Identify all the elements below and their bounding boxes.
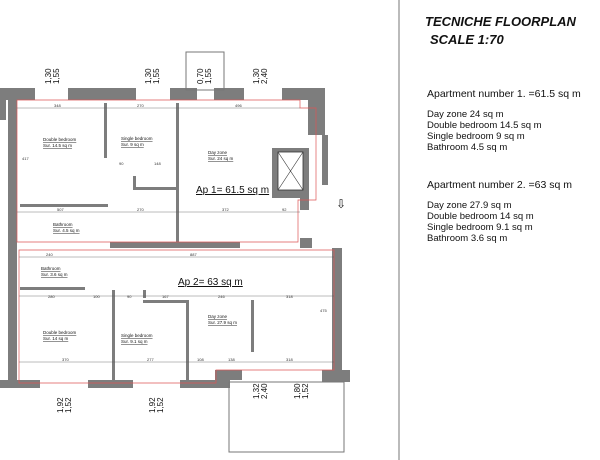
room-area: Sur. 9.1 sq m [121, 339, 148, 344]
legend-ap2-header: Apartment number 2. =63 sq m [427, 179, 573, 191]
dimension-label: 277 [147, 357, 154, 362]
window-labels-bottom: 1,92 1,52 1,92 1,52 1,32 2,40 1,80 1,52 [56, 383, 310, 413]
dimension-label: 240 [46, 252, 53, 257]
window-width: 0,70 [196, 68, 205, 84]
room-name: Single bedroom [121, 333, 153, 338]
window-width: 1,32 [252, 383, 261, 399]
window-height: 1,55 [204, 68, 213, 84]
dimension-label: 280 [48, 294, 55, 299]
legend-item: Double bedroom 14.5 sq m [427, 120, 542, 131]
room-area: Sur. 24 sq m [208, 156, 234, 161]
room-name: Single bedroom [121, 136, 153, 141]
window-height: 1,55 [152, 68, 161, 84]
walls [0, 88, 350, 388]
dimensions-ap2: 240 887 280 100 90 167 246 318 370 277 1… [46, 252, 327, 362]
window-width: 1,92 [148, 397, 157, 413]
apartment-outlines [16, 99, 335, 384]
legend-ap2: Apartment number 2. =63 sq m Day zone 27… [427, 179, 573, 245]
dimension-lines [17, 107, 334, 363]
plan-title: TECNICHE FLOORPLAN [425, 14, 576, 29]
window-width: 1,30 [144, 68, 153, 84]
window-width: 1,30 [44, 68, 53, 84]
dimension-label: 370 [62, 357, 69, 362]
room-area: Sur. 4.5 sq m [53, 228, 80, 233]
dimension-label: 318 [286, 294, 293, 299]
dimension-label: 90 [127, 294, 132, 299]
ap2-area-label: Ap 2= 63 sq m [178, 277, 243, 288]
dimensions-ap1: 348 270 496 507 270 372 417 90 148 92 [22, 103, 287, 212]
window-width: 1,30 [252, 68, 261, 84]
room-area: Sur. 27.9 sq m [208, 320, 237, 325]
legend-item: Day zone 24 sq m [427, 109, 504, 120]
window-labels-top: 1,30 1,55 1,30 1,55 0,70 1,55 1,30 2,40 [44, 68, 269, 84]
room-name: Day zone [208, 314, 228, 319]
room-area: Sur. 14 sq m [43, 336, 69, 341]
legend-item: Single bedroom 9.1 sq m [427, 222, 533, 233]
room-name: Double bedroom [43, 137, 77, 142]
dimension-label: 138 [228, 357, 235, 362]
dimension-label: 90 [119, 161, 124, 166]
dimension-label: 318 [286, 357, 293, 362]
dimension-label: 270 [137, 207, 144, 212]
dimension-label: 348 [54, 103, 61, 108]
window-height: 2,40 [260, 68, 269, 84]
dimension-label: 167 [162, 294, 169, 299]
window-height: 1,52 [64, 397, 73, 413]
legend-item: Double bedroom 14 sq m [427, 211, 534, 222]
dimension-label: 270 [137, 103, 144, 108]
elevator-shaft [277, 151, 304, 191]
entrance-arrow-icon: ⇩ [336, 197, 346, 211]
legend-item: Bathroom 3.6 sq m [427, 233, 508, 244]
balcony-top [185, 51, 225, 91]
legend-item: Day zone 27.9 sq m [427, 200, 512, 211]
legend-item: Bathroom 4.5 sq m [427, 142, 508, 153]
dimension-label: 148 [154, 161, 161, 166]
dimension-label: 475 [320, 308, 327, 313]
window-height: 2,40 [260, 383, 269, 399]
window-width: 1,92 [56, 397, 65, 413]
legend-item: Single bedroom 9 sq m [427, 131, 525, 142]
room-name: Bathroom [41, 266, 61, 271]
dimension-label: 507 [57, 207, 64, 212]
room-name: Bathroom [53, 222, 73, 227]
room-area: Sur. 14.5 sq m [43, 143, 72, 148]
room-area: Sur. 3.6 sq m [41, 272, 68, 277]
window-width: 1,80 [293, 383, 302, 399]
dimension-label: 496 [235, 103, 242, 108]
dimension-label: 417 [22, 156, 29, 161]
room-area: Sur. 9 sq m [121, 142, 144, 147]
dimension-label: 100 [93, 294, 100, 299]
window-height: 1,52 [301, 383, 310, 399]
window-height: 1,55 [52, 68, 61, 84]
dimension-label: 246 [218, 294, 225, 299]
legend-ap1-header: Apartment number 1. =61.5 sq m [427, 88, 581, 100]
room-name: Double bedroom [43, 330, 77, 335]
dimension-label: 108 [197, 357, 204, 362]
balcony-bottom [228, 381, 345, 453]
window-height: 1,52 [156, 397, 165, 413]
ap1-area-label: Ap 1= 61.5 sq m [196, 185, 269, 196]
dimension-label: 887 [190, 252, 197, 257]
plan-scale: SCALE 1:70 [430, 32, 504, 47]
room-name: Day zone [208, 150, 228, 155]
legend-ap1: Apartment number 1. =61.5 sq m Day zone … [427, 88, 581, 154]
dimension-label: 92 [282, 207, 287, 212]
dimension-label: 372 [222, 207, 229, 212]
